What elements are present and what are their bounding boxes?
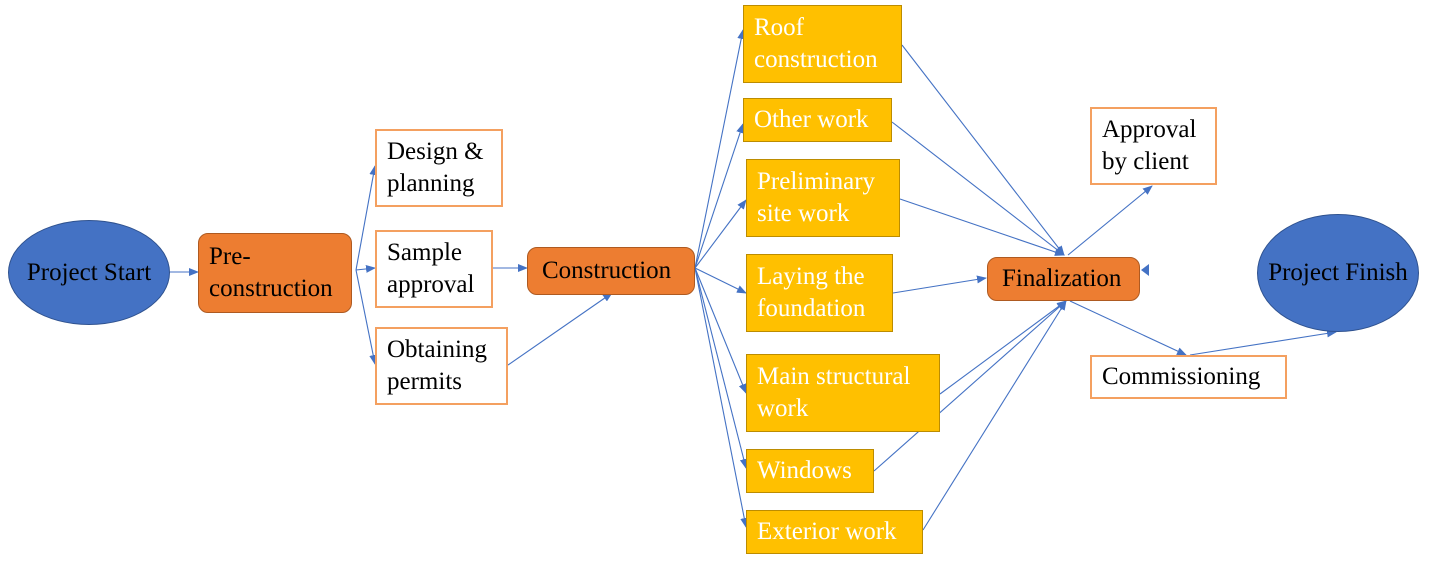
- node-label: Windows: [757, 457, 852, 484]
- node-windows[interactable]: Windows: [746, 449, 874, 493]
- node-label: Pre- construction: [209, 243, 333, 302]
- arrow-commissioning-to-project-finish: [1189, 329, 1337, 356]
- node-label: Project Finish: [1268, 259, 1408, 286]
- node-label: Finalization: [1002, 265, 1122, 292]
- node-label: Exterior work: [757, 518, 897, 545]
- arrow-construction-to-exterior-work: [694, 267, 749, 528]
- node-label: Design & planning: [387, 138, 484, 197]
- arrow-pre-construction-to-sample-approval: [355, 264, 376, 273]
- node-preliminary-site-work[interactable]: Preliminary site work: [746, 159, 900, 237]
- node-commissioning[interactable]: Commissioning: [1090, 355, 1287, 399]
- node-label: Construction: [542, 257, 672, 284]
- arrow-main-structural-work-to-finalization: [939, 300, 1067, 395]
- arrow-laying-foundation-to-finalization: [892, 275, 987, 294]
- node-construction[interactable]: Construction: [527, 247, 695, 295]
- node-project-start[interactable]: Project Start: [8, 220, 170, 325]
- arrow-finalization-to-approval-by-client: [1067, 185, 1153, 256]
- arrow-construction-to-windows: [694, 267, 748, 469]
- arrow-roof-construction-to-finalization: [901, 44, 1065, 256]
- node-obtaining-permits[interactable]: Obtaining permits: [375, 327, 508, 405]
- node-other-work[interactable]: Other work: [743, 98, 892, 142]
- node-label: Other work: [754, 106, 869, 133]
- node-pre-construction[interactable]: Pre- construction: [198, 233, 352, 313]
- node-sample-approval[interactable]: Sample approval: [375, 230, 493, 308]
- arrowhead-icon: [1141, 264, 1149, 276]
- node-label: Main structural work: [757, 363, 911, 422]
- node-design-planning[interactable]: Design & planning: [375, 129, 503, 207]
- node-label: Roof construction: [754, 14, 878, 73]
- node-roof-construction[interactable]: Roof construction: [743, 5, 902, 83]
- arrow-pre-construction-to-obtaining-permits: [355, 269, 378, 365]
- node-label: Sample approval: [387, 239, 475, 298]
- arrow-construction-to-main-structural-work: [694, 267, 747, 394]
- arrow-finalization-to-commissioning: [1069, 300, 1187, 356]
- node-label: Preliminary site work: [757, 168, 876, 227]
- node-label: Project Start: [26, 258, 152, 286]
- arrow-construction-to-other-work: [694, 123, 744, 269]
- node-label: Commissioning: [1102, 363, 1261, 390]
- arrow-construction-to-roof-construction: [694, 29, 746, 269]
- node-project-finish[interactable]: Project Finish: [1257, 214, 1419, 332]
- arrow-construction-to-preliminary-site-work: [694, 199, 747, 269]
- node-main-structural-work[interactable]: Main structural work: [746, 354, 940, 432]
- node-approval-by-client[interactable]: Approval by client: [1090, 107, 1217, 185]
- arrow-other-work-to-finalization: [891, 121, 1065, 256]
- node-label: Approval by client: [1102, 116, 1197, 175]
- node-label: Laying the foundation: [757, 263, 866, 322]
- node-laying-foundation[interactable]: Laying the foundation: [746, 254, 893, 332]
- arrow-construction-to-laying-foundation: [694, 267, 747, 294]
- arrow-exterior-work-to-finalization: [922, 300, 1067, 531]
- node-exterior-work[interactable]: Exterior work: [746, 510, 923, 554]
- arrow-pre-construction-to-design-planning: [355, 165, 378, 271]
- arrow-obtaining-permits-to-construction: [507, 292, 613, 366]
- node-label: Obtaining permits: [387, 336, 487, 395]
- arrow-preliminary-site-work-to-finalization: [899, 198, 1065, 256]
- node-finalization[interactable]: Finalization: [987, 257, 1140, 301]
